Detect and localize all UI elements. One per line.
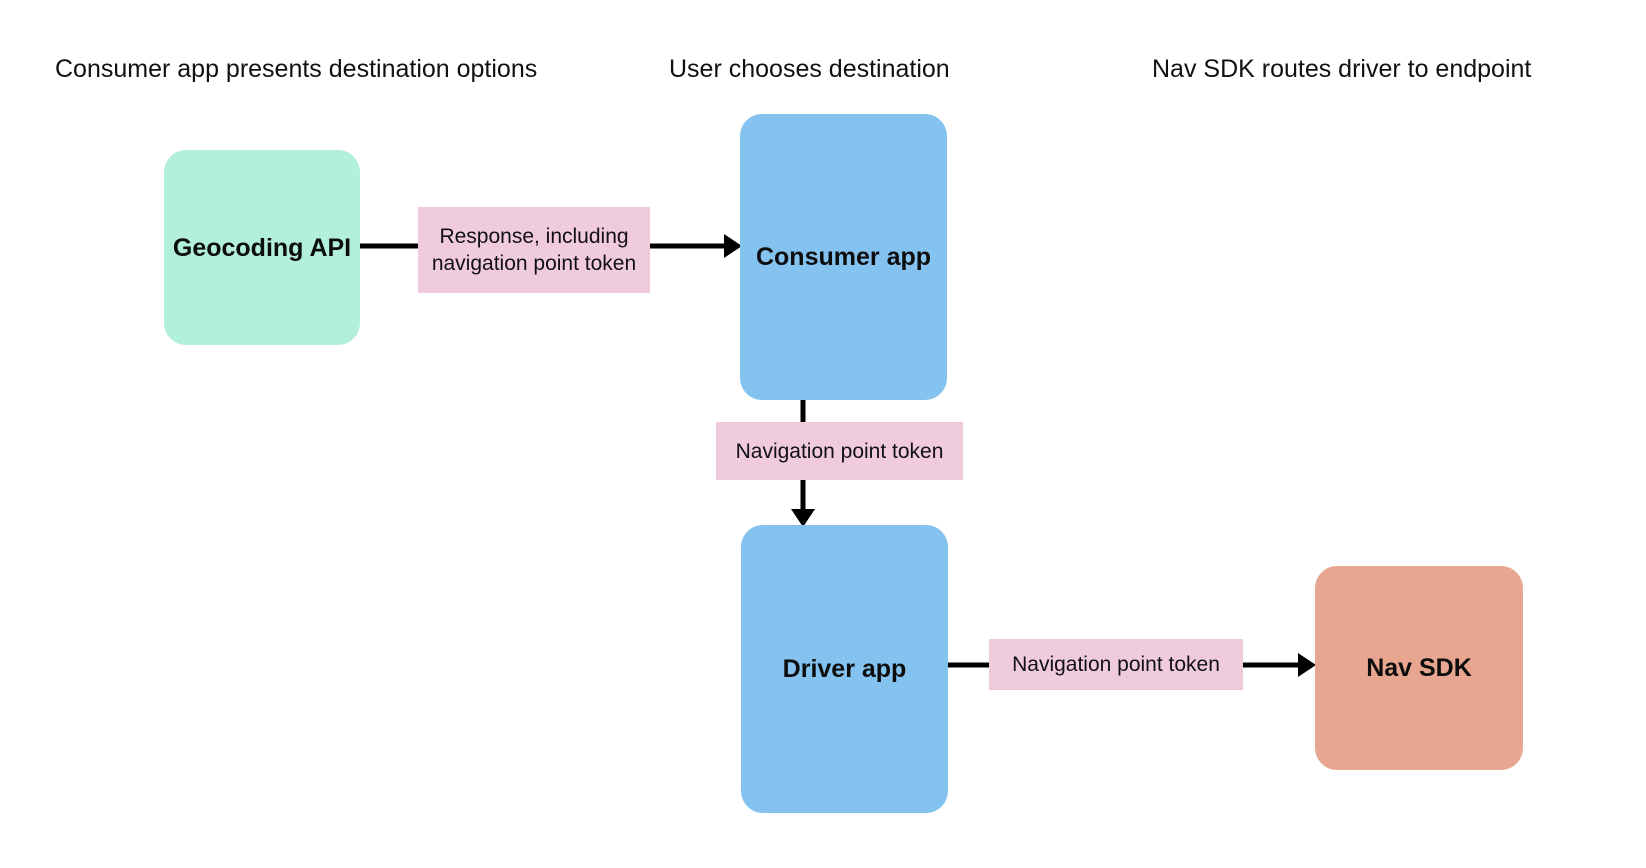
node-geocoding-api-label: Geocoding API xyxy=(172,233,352,262)
node-nav-sdk[interactable]: Nav SDK xyxy=(1315,566,1523,770)
node-driver-app[interactable]: Driver app xyxy=(741,525,948,813)
edge-label-response: Response, including navigation point tok… xyxy=(418,207,650,293)
edge-label-navigation-point-token-horizontal: Navigation point token xyxy=(989,639,1243,690)
edge-label-navigation-point-token-horizontal-text: Navigation point token xyxy=(1012,653,1220,676)
edge-label-response-text: Response, including navigation point tok… xyxy=(431,225,637,275)
edge-label-navigation-point-token-vertical-text: Navigation point token xyxy=(735,439,944,463)
node-driver-app-label: Driver app xyxy=(782,655,907,683)
node-geocoding-api[interactable]: Geocoding API xyxy=(164,150,360,345)
node-nav-sdk-label: Nav SDK xyxy=(1366,654,1472,682)
column-header-nav-sdk: Nav SDK routes driver to endpoint xyxy=(1152,55,1532,83)
column-header-consumer: Consumer app presents destination option… xyxy=(55,55,538,83)
edge-label-navigation-point-token-vertical: Navigation point token xyxy=(716,422,963,480)
column-header-user: User chooses destination xyxy=(669,55,950,83)
node-consumer-app-label: Consumer app xyxy=(755,243,932,271)
node-consumer-app[interactable]: Consumer app xyxy=(740,114,947,400)
